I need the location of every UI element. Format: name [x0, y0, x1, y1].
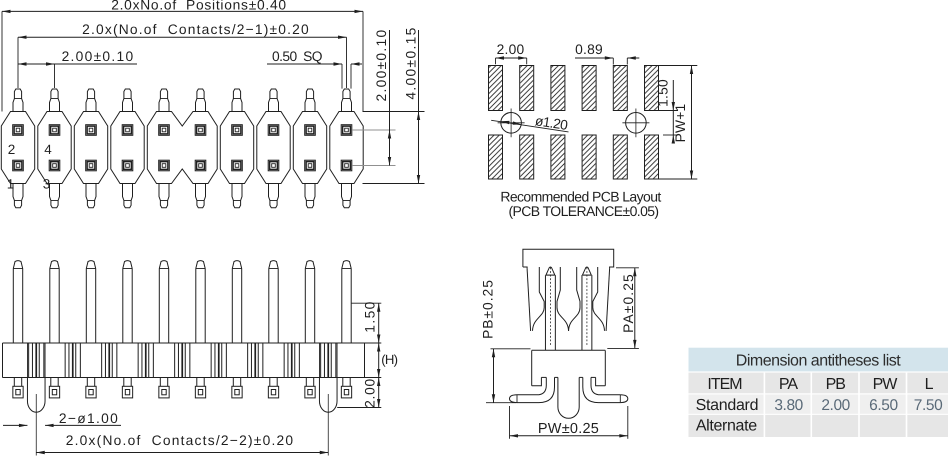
svg-text:7.50: 7.50	[914, 397, 943, 414]
svg-text:2.00±0.10: 2.00±0.10	[62, 49, 135, 64]
svg-text:2.00±0.10: 2.00±0.10	[374, 29, 389, 102]
svg-text:1.50: 1.50	[655, 79, 670, 107]
svg-text:(H): (H)	[381, 352, 397, 367]
svg-text:L: L	[925, 376, 934, 393]
svg-text:1: 1	[7, 176, 15, 191]
svg-text:2.0x(No.of Contacts/2−1)±0.20: 2.0x(No.of Contacts/2−1)±0.20	[82, 22, 310, 37]
svg-text:(PCB TOLERANCE±0.05): (PCB TOLERANCE±0.05)	[509, 203, 659, 219]
svg-text:ITEM: ITEM	[707, 376, 742, 393]
svg-text:PW+1: PW+1	[673, 104, 688, 143]
svg-text:3.80: 3.80	[774, 397, 803, 414]
svg-text:PW±0.25: PW±0.25	[538, 421, 599, 437]
svg-text:PW: PW	[873, 376, 899, 393]
svg-text:Dimension antitheses list: Dimension antitheses list	[736, 352, 902, 369]
svg-text:2.00: 2.00	[363, 378, 378, 408]
svg-text:ø1.20: ø1.20	[534, 113, 569, 133]
svg-text:0.89: 0.89	[575, 42, 603, 57]
svg-text:2.0x(No.of Contacts/2−2)±0.20: 2.0x(No.of Contacts/2−2)±0.20	[66, 433, 295, 448]
svg-text:2.00: 2.00	[821, 397, 850, 414]
svg-text:PB±0.25: PB±0.25	[481, 279, 496, 339]
svg-text:2: 2	[8, 142, 16, 157]
svg-text:4: 4	[44, 142, 52, 157]
svg-text:PB: PB	[826, 376, 846, 393]
svg-text:2−ø1.00: 2−ø1.00	[59, 411, 119, 426]
svg-text:PA: PA	[779, 376, 798, 393]
svg-text:Recommended PCB Layout: Recommended PCB Layout	[500, 189, 661, 205]
svg-text:Standard: Standard	[696, 397, 759, 414]
svg-text:4.00±0.15: 4.00±0.15	[403, 26, 418, 99]
svg-text:PA±0.25: PA±0.25	[621, 273, 636, 333]
svg-text:0.50 SQ: 0.50 SQ	[272, 49, 323, 64]
svg-text:Alternate: Alternate	[696, 417, 757, 434]
svg-text:6.50: 6.50	[869, 397, 898, 414]
svg-text:3: 3	[43, 176, 51, 191]
svg-text:2.0xNo.of Positions±0.40: 2.0xNo.of Positions±0.40	[111, 0, 287, 13]
svg-text:2.00: 2.00	[497, 42, 525, 57]
svg-text:1.50: 1.50	[363, 300, 378, 332]
